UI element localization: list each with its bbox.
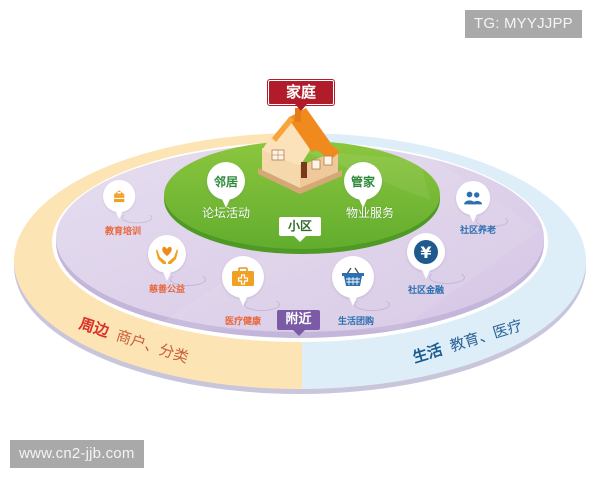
svg-text:¥: ¥ <box>420 243 431 262</box>
nearby-label: 附近 <box>277 310 320 336</box>
school-icon <box>113 190 126 203</box>
pin-elderly-care[interactable] <box>456 181 509 227</box>
watermark-bottom-left: www.cn2-jjb.com <box>10 440 144 468</box>
family-label: 家庭 <box>268 80 334 111</box>
shopping-basket-icon <box>342 267 364 286</box>
community-label: 小区 <box>279 217 321 242</box>
pin-neighbor[interactable]: 邻居 <box>207 162 245 212</box>
community-label-pointer <box>294 236 306 242</box>
pin-neighbor-title: 邻居 <box>213 174 238 189</box>
medical-kit-icon <box>232 267 254 286</box>
watermark-top-right: TG: MYYJJPP <box>465 10 582 38</box>
charity-hands-heart-icon <box>156 246 178 264</box>
pin-education-training[interactable] <box>103 180 153 224</box>
label-group-buying: 生活团购 <box>337 317 375 327</box>
community-label-text: 小区 <box>287 219 312 233</box>
house-icon <box>258 108 342 194</box>
label-charity: 慈善公益 <box>148 285 186 295</box>
pin-steward-title: 管家 <box>350 174 375 189</box>
pin-community-finance[interactable]: ¥ <box>407 233 465 284</box>
label-elderly-care: 社区养老 <box>459 226 497 236</box>
pin-charity[interactable] <box>148 235 206 286</box>
pin-steward[interactable]: 管家 <box>344 162 382 212</box>
label-education-training: 教育培训 <box>104 227 142 237</box>
elderly-people-icon <box>464 191 483 205</box>
label-community-finance: 社区金融 <box>407 286 445 296</box>
caption-property-service: 物业服务 <box>345 206 395 220</box>
yen-icon: ¥ <box>414 240 438 264</box>
pin-group-buying[interactable] <box>332 256 390 311</box>
pin-medical-health[interactable] <box>222 256 280 311</box>
label-medical-health: 医疗健康 <box>224 317 262 327</box>
family-label-text: 家庭 <box>285 83 316 101</box>
family-label-pointer <box>295 104 307 111</box>
nearby-label-pointer <box>292 330 305 336</box>
nearby-label-text: 附近 <box>285 312 312 327</box>
caption-forum-activities: 论坛活动 <box>201 206 251 220</box>
